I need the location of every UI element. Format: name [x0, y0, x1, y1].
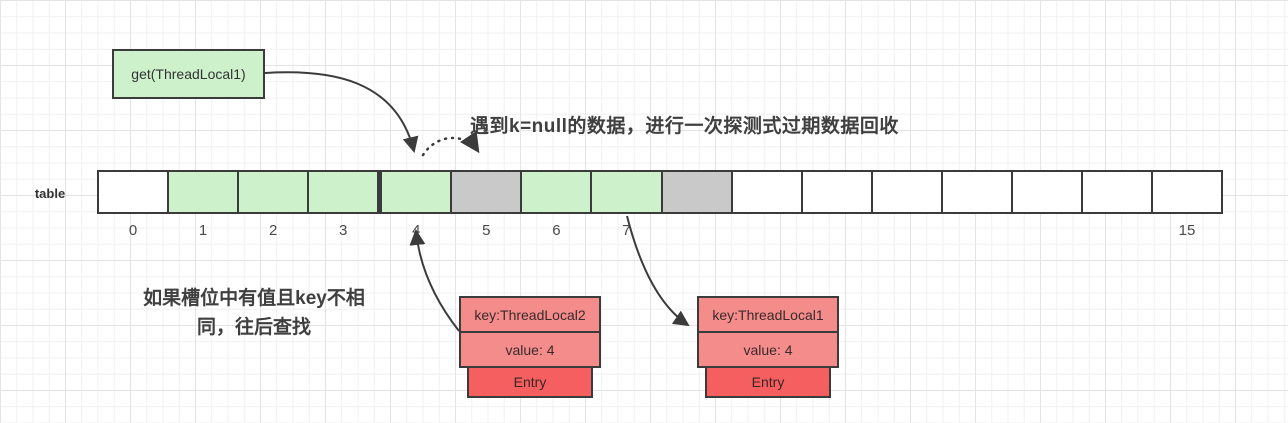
table-cell-7: 7	[592, 172, 663, 239]
entry2-to-slot4-arrow	[409, 229, 460, 332]
cell-index-label: 15	[1178, 222, 1196, 239]
cell-index-label: 4	[412, 222, 421, 239]
entry-box-threadlocal2: key:ThreadLocal2 value: 4 Entry	[459, 296, 601, 398]
table-cell-13	[1012, 172, 1083, 212]
probe-next-slot-dotted-arrow	[421, 130, 480, 157]
entry-key-cell: key:ThreadLocal1	[697, 296, 839, 333]
entry-footer-cell: Entry	[467, 366, 593, 398]
table-cell-0: 0	[99, 172, 170, 239]
table-cell-8	[662, 172, 733, 212]
hash-table: 0 1 2 3 4 5 6 7 15	[97, 170, 1223, 239]
entry-value-cell: value: 4	[697, 331, 839, 368]
slot-collision-note-line1: 如果槽位中有值且key不相	[143, 288, 365, 309]
table-caption: table	[34, 186, 66, 201]
cell-index-label: 3	[339, 222, 348, 239]
get-to-slot4-arrow	[264, 71, 419, 153]
table-cell-10	[802, 172, 873, 212]
table-cell-14	[1082, 172, 1153, 212]
slot-collision-note-line2: 同，往后查找	[196, 317, 311, 338]
table-cell-11	[872, 172, 943, 212]
entry-value-cell: value: 4	[459, 331, 601, 368]
cell-index-label: 0	[128, 222, 138, 239]
cell-index-label: 5	[482, 222, 491, 239]
table-cell-6: 6	[522, 172, 593, 239]
cell-index-label: 2	[268, 222, 278, 239]
table-cell-15: 15	[1152, 172, 1221, 239]
cell-index-label: 6	[552, 222, 561, 239]
entry-key-cell: key:ThreadLocal2	[459, 296, 601, 333]
table-cell-1: 1	[169, 172, 240, 239]
get-call-label: get(ThreadLocal1)	[131, 66, 246, 82]
table-cell-12	[942, 172, 1013, 212]
table-cell-5: 5	[452, 172, 523, 239]
cell-index-label: 1	[198, 222, 208, 239]
entry-box-threadlocal1: key:ThreadLocal1 value: 4 Entry	[697, 296, 839, 398]
table-cell-4: 4	[379, 172, 453, 239]
entry-footer-cell: Entry	[705, 366, 831, 398]
cell-index-label: 7	[622, 222, 631, 239]
table-cell-3: 3	[309, 172, 380, 239]
get-call-box: get(ThreadLocal1)	[112, 49, 265, 99]
table-cell-2: 2	[239, 172, 310, 239]
probe-cleanup-note: 遇到k=null的数据，进行一次探测式过期数据回收	[470, 116, 899, 137]
table-cell-9	[732, 172, 803, 212]
slot-collision-note: 如果槽位中有值且key不相 同，往后查找	[103, 284, 405, 342]
